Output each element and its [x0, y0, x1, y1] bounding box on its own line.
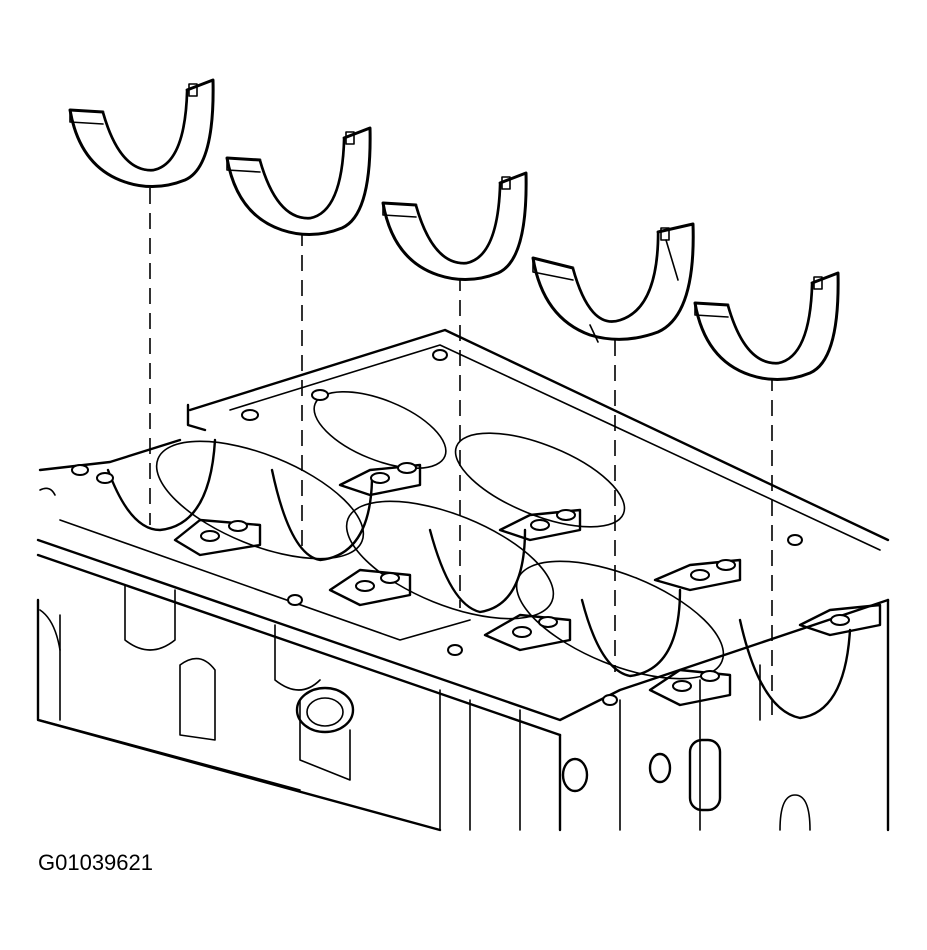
alignment-lines [149, 188, 773, 715]
engine-block [36, 328, 890, 832]
figure-id-label: G01039621 [38, 850, 153, 875]
bearing-shell-1 [68, 78, 215, 188]
bearing-shell-3 [381, 171, 528, 281]
bearing-shell-4 [531, 222, 695, 343]
bearing-shell-5 [693, 271, 840, 381]
bearing-shell-2 [225, 126, 372, 236]
